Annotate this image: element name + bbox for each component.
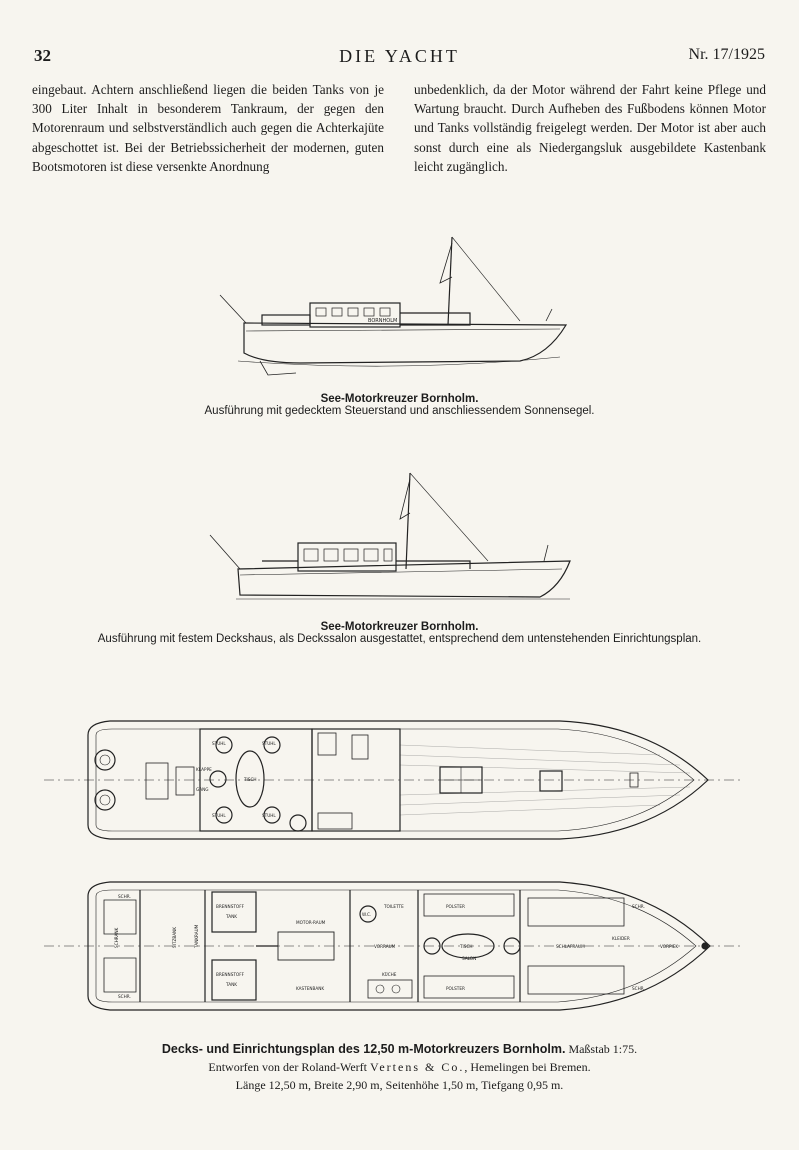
interior-label-schr-c: SCHR.	[632, 904, 645, 909]
issue-number: Nr. 17/1925	[688, 46, 765, 63]
boat-deckhouse-drawing	[209, 472, 571, 600]
interior-label-kleider: KLEIDER	[612, 936, 630, 941]
interior-label-vorraum: VORRAUM	[374, 944, 396, 949]
figure-interior-plan: SCHRANK SCHR. SCHR. SITZBANK TANKRAUM BR…	[0, 868, 799, 1028]
page-header: 32 DIE YACHT Nr. 17/1925	[34, 46, 765, 70]
interior-label-schrank: SCHRANK	[114, 928, 119, 948]
plan-caption-designer-name: Vertens & Co.	[370, 1060, 465, 1074]
figure-boat-awning: BORNHOLM See-Motorkreuzer Bornholm. Ausf…	[0, 225, 799, 425]
interior-label-motor-raum: MOTOR-RAUM	[296, 920, 326, 925]
deck-label-stuhl-c: STUHL	[212, 813, 226, 818]
interior-label-vorpiek: VORPIEK	[660, 944, 678, 949]
deck-label-stuhl-b: STUHL	[262, 741, 276, 746]
figure2-caption-text: Ausführung mit festem Deckshaus, als Dec…	[97, 633, 702, 645]
plan-caption-designer-prefix: Entworfen von der Roland-Werft	[208, 1060, 368, 1074]
figure1-caption-title: See-Motorkreuzer Bornholm.	[320, 393, 479, 405]
interior-label-tank-b: TANK	[225, 982, 237, 987]
interior-label-polster-a: POLSTER	[446, 904, 465, 909]
interior-label-schlafraum: SCHLAFRAUM	[556, 944, 585, 949]
interior-label-schr-d: SCHR.	[632, 986, 645, 991]
interior-label-kuche: KÜCHE	[382, 972, 397, 977]
interior-label-salon: SALON	[462, 956, 476, 961]
figure1-caption-text: Ausführung mit gedecktem Steuerstand und…	[204, 405, 595, 417]
interior-label-wc: W.C.	[362, 912, 371, 917]
plan-caption: Decks- und Einrichtungsplan des 12,50 m-…	[0, 1040, 799, 1094]
interior-label-tisch: TISCH	[459, 944, 473, 949]
deck-plan-drawing: TISCH STUHL STUHL STUHL STUHL KLAPPE GAN…	[44, 720, 740, 840]
figure2-caption-title: See-Motorkreuzer Bornholm.	[320, 621, 479, 633]
figure-boat-deckhouse: See-Motorkreuzer Bornholm. Ausführung mi…	[0, 465, 799, 655]
interior-label-brennstoff-b: BRENNSTOFF	[216, 972, 245, 977]
plan-caption-scale: Maßstab 1:75.	[568, 1042, 638, 1056]
interior-label-tankraum: TANKRAUM	[194, 924, 199, 949]
figure1-caption: See-Motorkreuzer Bornholm. Ausführung mi…	[0, 393, 799, 417]
interior-plan-drawing: SCHRANK SCHR. SCHR. SITZBANK TANKRAUM BR…	[44, 881, 740, 1011]
figure-deck-plan: TISCH STUHL STUHL STUHL STUHL KLAPPE GAN…	[0, 705, 799, 855]
plan-caption-title: Decks- und Einrichtungsplan des 12,50 m-…	[161, 1042, 566, 1056]
boat-name-label: BORNHOLM	[368, 318, 397, 324]
interior-label-kastenbank: KASTENBANK	[296, 986, 324, 991]
body-column-right: unbedenklich, da der Motor während der F…	[414, 82, 766, 174]
page-number: 32	[34, 46, 51, 65]
deck-label-klappe: KLAPPE	[196, 767, 212, 772]
figure2-caption: See-Motorkreuzer Bornholm. Ausführung mi…	[0, 621, 799, 645]
plan-caption-designer-suffix: , Hemelingen bei Bremen.	[464, 1060, 591, 1074]
interior-label-sitzbank: SITZBANK	[172, 927, 177, 948]
deck-label-tisch: TISCH	[243, 777, 257, 782]
journal-title: DIE YACHT	[339, 46, 460, 66]
body-column-left: eingebaut. Achtern anschließend liegen d…	[32, 82, 384, 174]
deck-label-stuhl-d: STUHL	[262, 813, 276, 818]
interior-label-polster-b: POLSTER	[446, 986, 465, 991]
deck-label-gang: GANG	[196, 787, 209, 792]
plan-caption-dimensions: Länge 12,50 m, Breite 2,90 m, Seitenhöhe…	[235, 1078, 564, 1092]
deck-label-stuhl-a: STUHL	[212, 741, 226, 746]
interior-label-tank-a: TANK	[225, 914, 237, 919]
interior-label-toilette: TOILETTE	[383, 904, 404, 909]
interior-label-schr-b: SCHR.	[118, 994, 131, 999]
boat-awning-drawing: BORNHOLM	[219, 236, 568, 376]
interior-label-schr-a: SCHR.	[118, 894, 131, 899]
interior-label-brennstoff-a: BRENNSTOFF	[216, 904, 245, 909]
